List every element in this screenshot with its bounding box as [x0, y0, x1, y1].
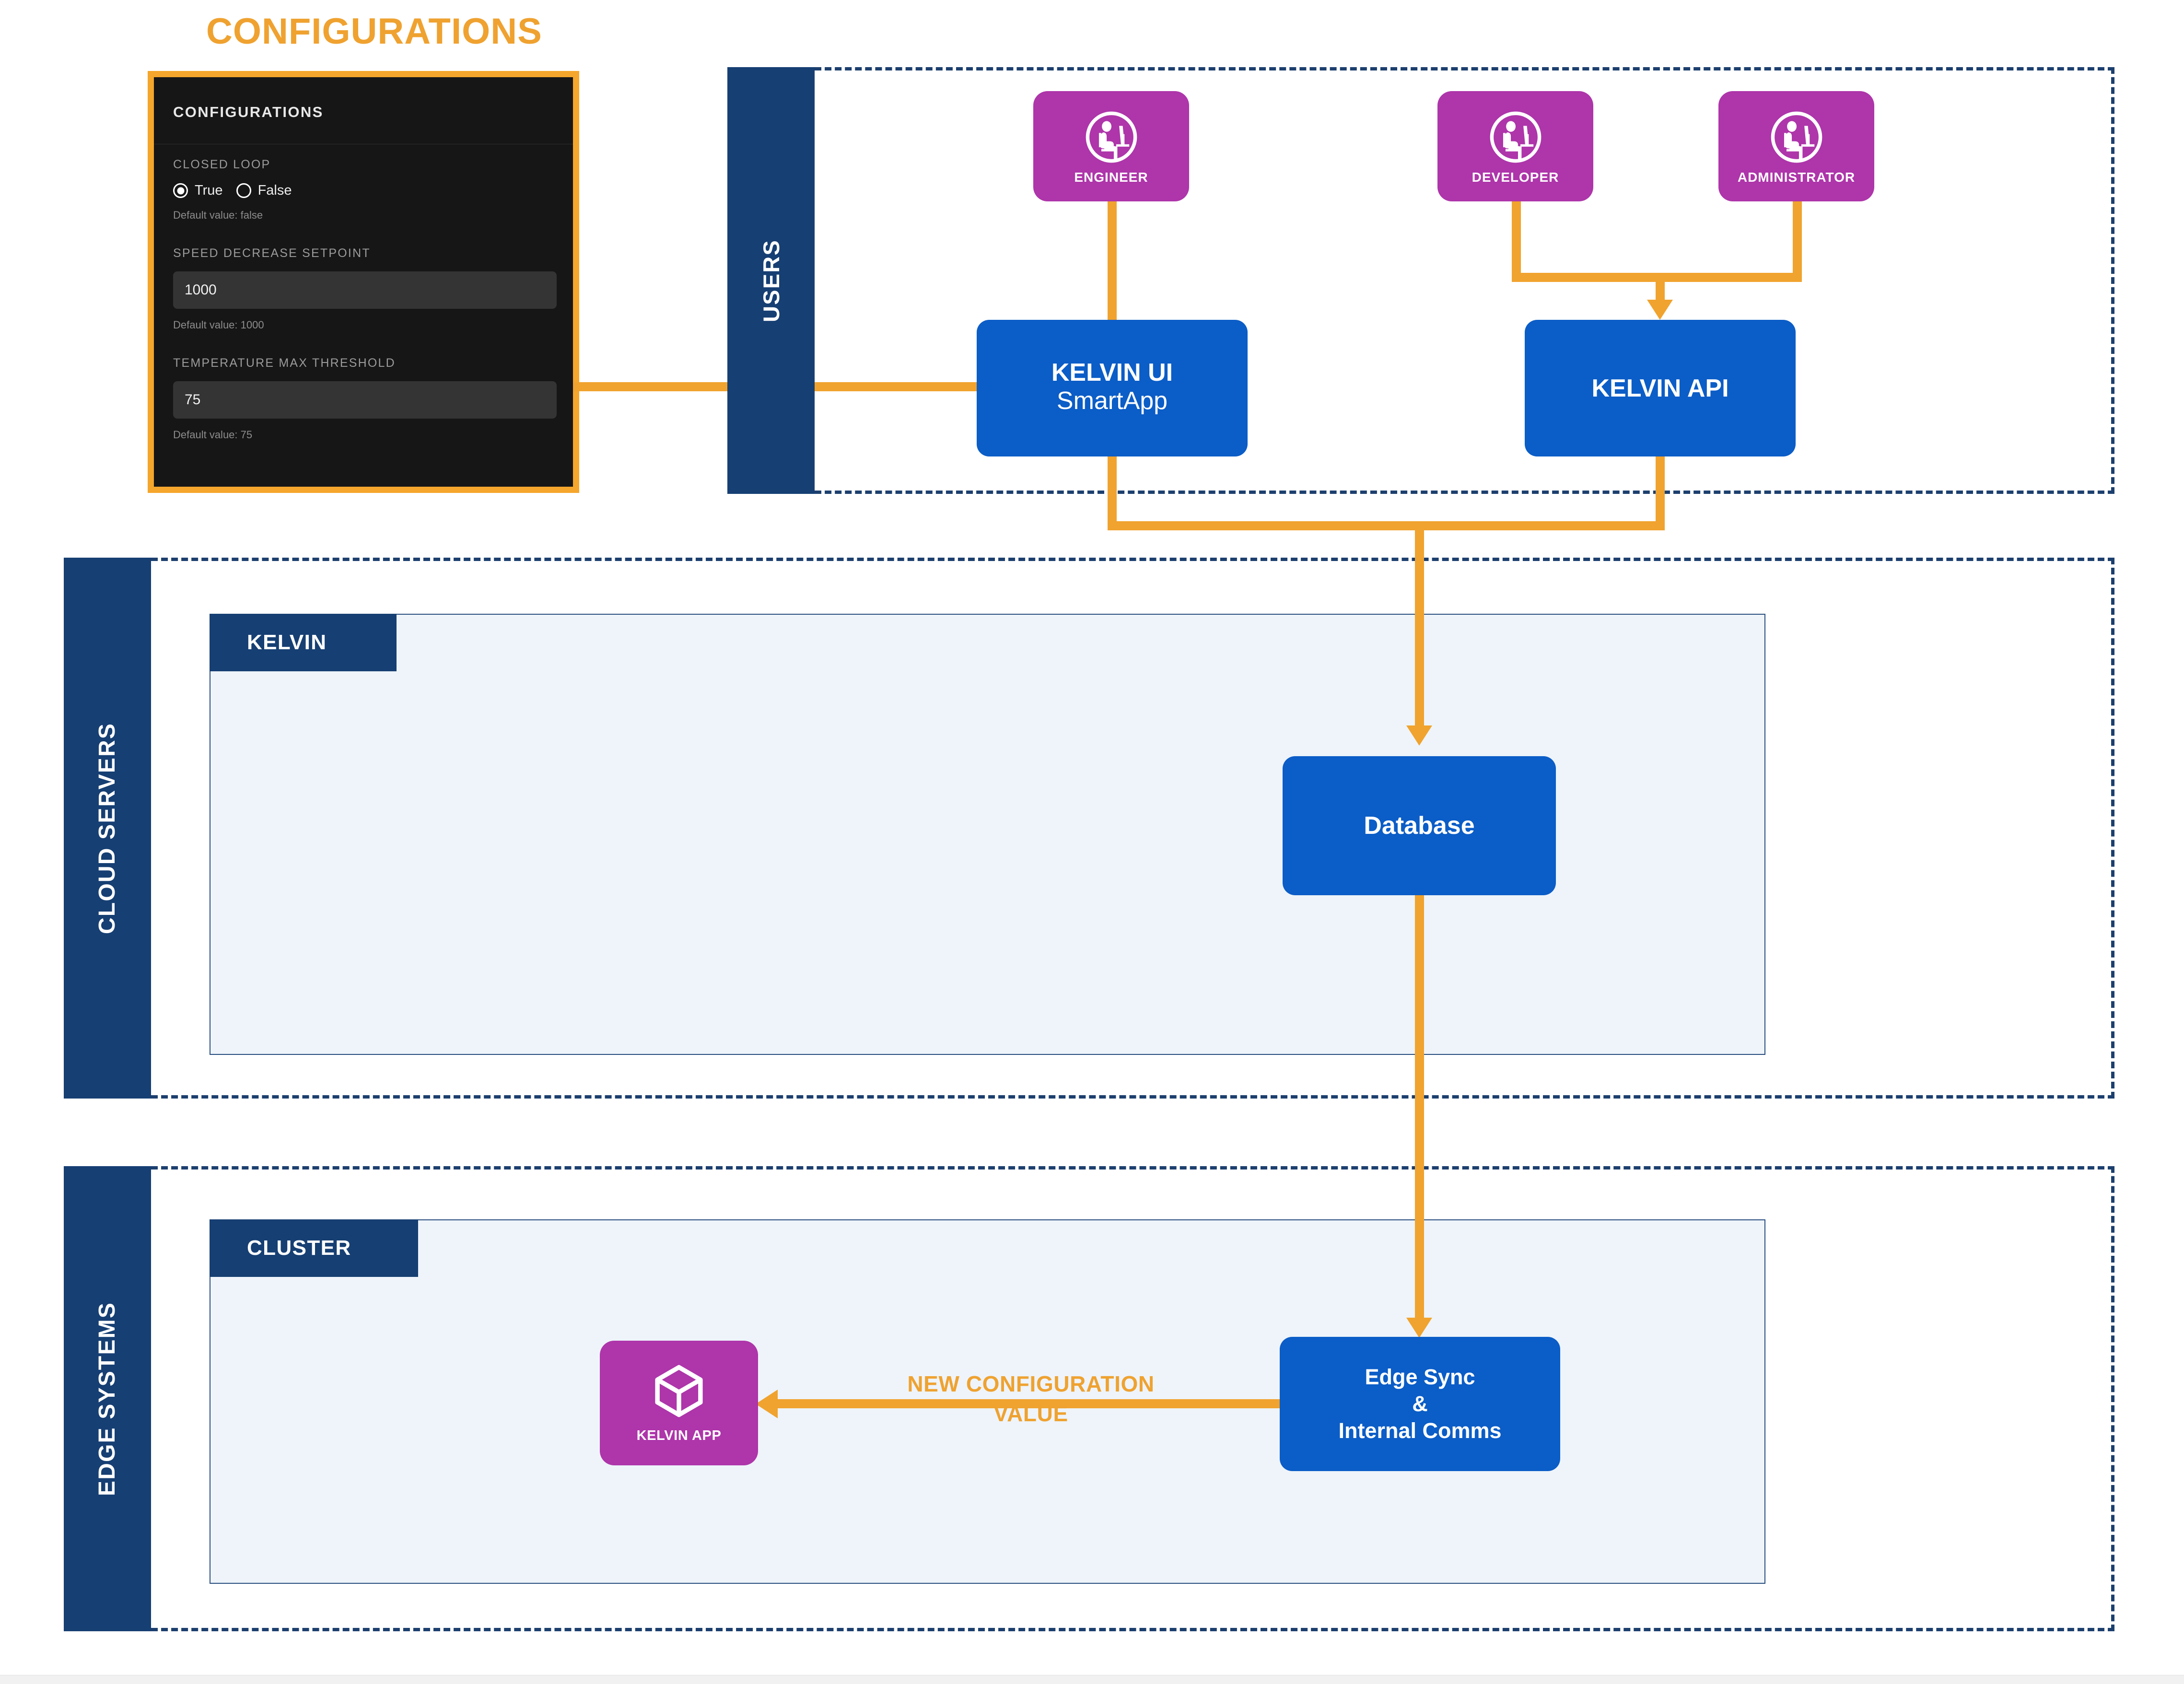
- kelvin-panel-tab: KELVIN: [210, 614, 397, 671]
- connector-kelvinapi-down: [1656, 456, 1665, 521]
- configurations-panel-heading: CONFIGURATIONS: [173, 104, 324, 120]
- temperature-max-threshold-input[interactable]: 75: [173, 381, 557, 419]
- speed-decrease-setpoint-default-hint: Default value: 1000: [173, 319, 264, 331]
- node-edge-sync-line1: Edge Sync: [1365, 1364, 1475, 1389]
- radio-false-icon[interactable]: [236, 183, 251, 198]
- cube-icon: [655, 1365, 703, 1417]
- configurations-title: CONFIGURATIONS: [206, 11, 542, 52]
- person-at-desk-icon: [1490, 111, 1541, 163]
- connector-cloud-merge-bar: [1108, 521, 1665, 530]
- user-card-engineer-label: ENGINEER: [1074, 170, 1148, 185]
- node-database-label: Database: [1364, 812, 1475, 840]
- node-edge-sync[interactable]: Edge Sync & Internal Comms: [1280, 1337, 1560, 1471]
- temperature-max-threshold-label: TEMPERATURE MAX THRESHOLD: [173, 356, 396, 370]
- connector-users-to-api-arrowhead: [1647, 300, 1673, 320]
- node-kelvin-ui-line2: SmartApp: [1056, 387, 1168, 415]
- zone-label-users-text: USERS: [758, 239, 784, 322]
- zone-label-cloud-servers-text: CLOUD SERVERS: [94, 722, 120, 934]
- connector-database-to-edgesync: [1415, 895, 1424, 1320]
- connector-merge-to-database: [1415, 521, 1424, 727]
- zone-edge-border: [151, 1166, 2114, 1631]
- zone-users-border: [815, 67, 2114, 494]
- node-kelvin-ui[interactable]: KELVIN UI SmartApp: [977, 320, 1248, 456]
- connector-database-arrowhead: [1406, 725, 1432, 746]
- connector-users-merge-down: [1656, 273, 1665, 303]
- speed-decrease-setpoint-input[interactable]: 1000: [173, 271, 557, 309]
- configurations-panel: CONFIGURATIONS CLOSED LOOP True False De…: [148, 71, 579, 493]
- cluster-panel-tab-label: CLUSTER: [247, 1236, 351, 1260]
- edge-label-line2: VALUE: [993, 1401, 1068, 1427]
- radio-option-false[interactable]: False: [236, 183, 292, 199]
- edge-label-new-configuration-value: NEW CONFIGURATION VALUE: [806, 1369, 1256, 1428]
- user-card-engineer[interactable]: ENGINEER: [1033, 91, 1189, 201]
- kelvin-panel-tab-label: KELVIN: [247, 631, 327, 654]
- user-card-administrator-label: ADMINISTRATOR: [1737, 170, 1856, 185]
- node-kelvin-ui-line1: KELVIN UI: [1051, 358, 1173, 386]
- connector-kelvinui-down: [1108, 456, 1117, 521]
- configurations-fields: CLOSED LOOP True False Default value: fa…: [173, 158, 557, 466]
- user-card-administrator[interactable]: ADMINISTRATOR: [1718, 91, 1874, 201]
- page-bottom-band: [0, 1675, 2184, 1684]
- node-kelvin-app-label: KELVIN APP: [636, 1427, 722, 1443]
- closed-loop-default-hint: Default value: false: [173, 209, 263, 221]
- connector-edgesync-to-kelvinapp: [777, 1399, 1280, 1408]
- node-kelvin-api-line1: KELVIN API: [1591, 374, 1729, 402]
- node-kelvin-api[interactable]: KELVIN API: [1525, 320, 1796, 456]
- speed-decrease-setpoint-label: SPEED DECREASE SETPOINT: [173, 246, 371, 260]
- closed-loop-radio-group[interactable]: True False: [173, 183, 557, 199]
- zone-label-users: USERS: [727, 67, 815, 494]
- zone-label-edge-systems: EDGE SYSTEMS: [64, 1166, 151, 1631]
- node-edge-sync-line2: &: [1412, 1391, 1428, 1416]
- person-at-desk-icon: [1086, 111, 1137, 163]
- radio-true-label: True: [195, 183, 223, 198]
- closed-loop-label: CLOSED LOOP: [173, 158, 271, 171]
- node-database[interactable]: Database: [1283, 756, 1556, 895]
- connector-edgesync-arrowhead: [1406, 1318, 1432, 1338]
- zone-label-edge-systems-text: EDGE SYSTEMS: [94, 1301, 120, 1496]
- radio-true-icon[interactable]: [173, 183, 188, 198]
- connector-developer-down: [1512, 201, 1521, 278]
- person-at-desk-icon: [1771, 111, 1822, 163]
- connector-administrator-down: [1793, 201, 1802, 278]
- zone-cloud-border: [151, 558, 2114, 1099]
- zone-label-cloud-servers: CLOUD SERVERS: [64, 558, 151, 1099]
- configurations-panel-header: CONFIGURATIONS: [154, 77, 573, 144]
- edge-label-line1: NEW CONFIGURATION: [907, 1371, 1155, 1396]
- user-card-developer-label: DEVELOPER: [1472, 170, 1559, 185]
- connector-kelvinapp-arrowhead: [756, 1390, 778, 1418]
- radio-false-label: False: [257, 183, 292, 198]
- temperature-max-threshold-default-hint: Default value: 75: [173, 429, 253, 441]
- user-card-developer[interactable]: DEVELOPER: [1437, 91, 1593, 201]
- connector-engineer-to-kelvinui: [1108, 201, 1117, 321]
- node-edge-sync-line3: Internal Comms: [1338, 1418, 1502, 1443]
- node-kelvin-app[interactable]: KELVIN APP: [600, 1341, 758, 1465]
- cluster-panel-tab: CLUSTER: [210, 1219, 418, 1277]
- radio-option-true[interactable]: True: [173, 183, 223, 199]
